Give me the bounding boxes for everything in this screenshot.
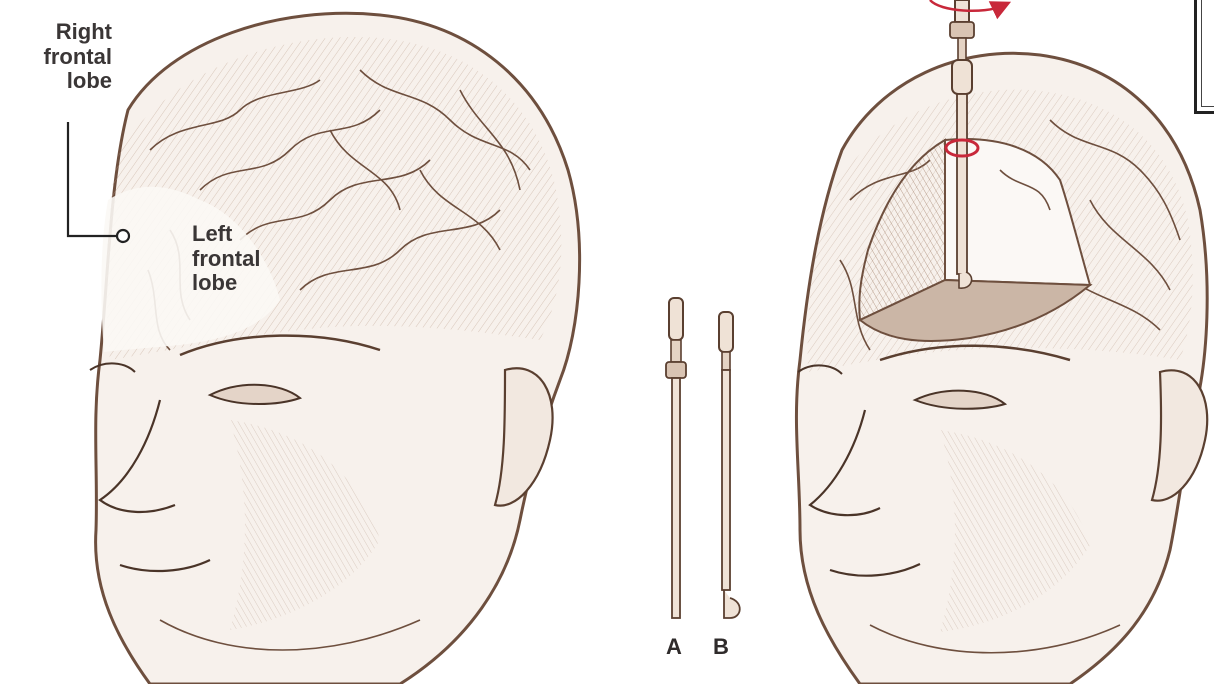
right-head-illustration [796, 53, 1207, 684]
left-frontal-lobe-line-3: lobe [192, 271, 302, 296]
tool-a-label: A [666, 634, 682, 660]
tool-a [666, 298, 686, 618]
right-frontal-lobe-line-1: Right [0, 20, 112, 45]
left-head-illustration [90, 13, 580, 684]
right-ear [1152, 370, 1207, 500]
left-frontal-lobe-line-1: Left [192, 222, 302, 247]
left-frontal-lobe-label: Left frontal lobe [192, 222, 302, 296]
right-frontal-lobe-line-3: lobe [0, 69, 112, 94]
tool-b [719, 312, 740, 618]
tool-b-label: B [713, 634, 729, 660]
right-frontal-marker [117, 230, 129, 242]
right-frontal-lobe-label: Right frontal lobe [0, 20, 112, 94]
inset-frame [1194, 0, 1214, 114]
right-frontal-lobe-line-2: frontal [0, 45, 112, 70]
left-frontal-lobe-line-2: frontal [192, 247, 302, 272]
